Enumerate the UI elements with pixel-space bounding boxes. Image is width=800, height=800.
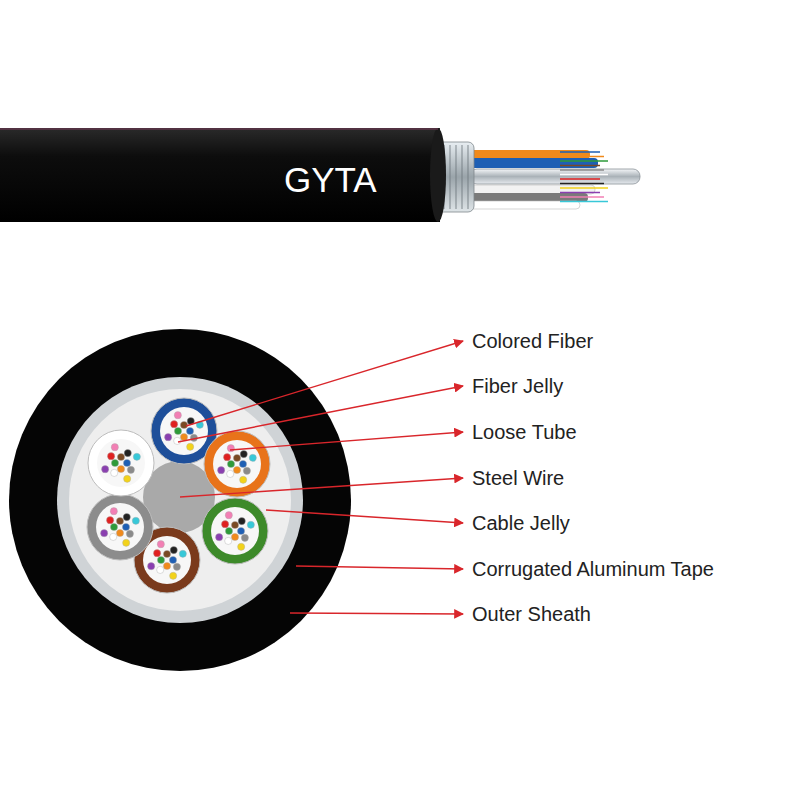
part-label: Steel Wire	[472, 467, 564, 490]
part-label: Outer Sheath	[472, 603, 591, 626]
part-label: Cable Jelly	[472, 512, 570, 535]
leader-lines	[178, 341, 463, 614]
cable-cross-section	[9, 329, 351, 671]
part-label: Corrugated Aluminum Tape	[472, 558, 714, 581]
part-label: Fiber Jelly	[472, 375, 563, 398]
part-label: Loose Tube	[472, 421, 577, 444]
cable-type-code: GYTA	[284, 160, 377, 200]
cable-side-view	[0, 128, 640, 222]
part-label: Colored Fiber	[472, 330, 593, 353]
